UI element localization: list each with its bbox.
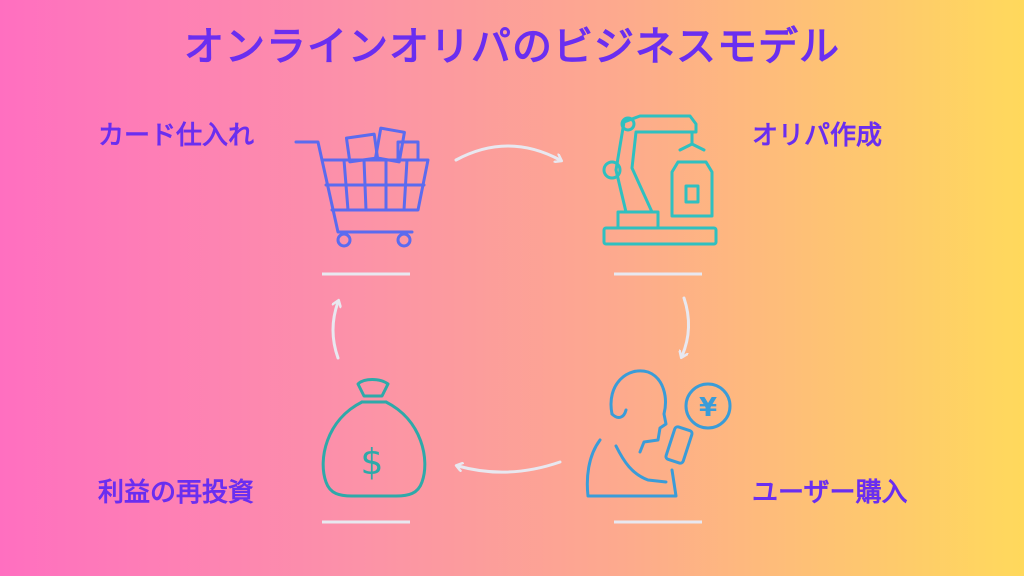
yen-symbol: ¥ bbox=[699, 393, 717, 423]
step-label-card-purchase: カード仕入れ bbox=[98, 121, 255, 151]
money-bag-icon bbox=[321, 378, 427, 498]
step-label-profit-reinvestment: 利益の再投資 bbox=[98, 478, 255, 508]
arrow-robot-to-user bbox=[682, 296, 690, 356]
arrow-cart-to-robot bbox=[454, 144, 560, 160]
robot-arm-icon bbox=[602, 114, 718, 246]
shopping-cart-icon bbox=[294, 126, 430, 248]
arrow-bag-to-cart bbox=[331, 302, 338, 360]
step-label-user-purchase: ユーザー購入 bbox=[752, 478, 908, 508]
step-label-oripa-creation: オリパ作成 bbox=[752, 121, 883, 151]
dollar-symbol: $ bbox=[361, 442, 384, 483]
arrow-user-to-bag bbox=[458, 460, 562, 474]
user-phone-yen-icon bbox=[585, 369, 732, 498]
page-title: オンラインオリパのビジネスモデル bbox=[184, 24, 840, 70]
